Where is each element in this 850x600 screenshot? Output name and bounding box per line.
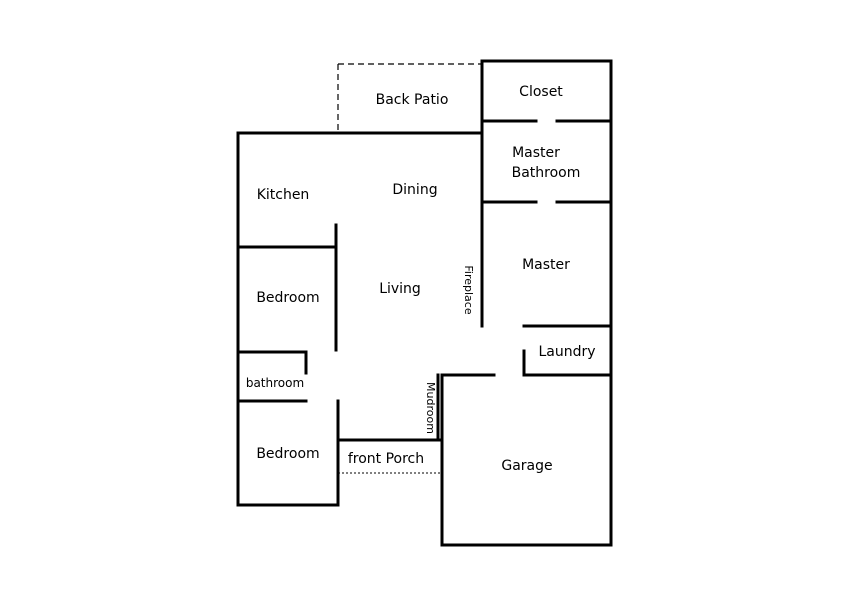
label-kitchen: Kitchen	[257, 187, 310, 203]
walls	[236, 59, 613, 547]
label-bedroom-upper: Bedroom	[256, 290, 319, 306]
label-garage: Garage	[501, 458, 552, 474]
back-patio-outline	[337, 63, 482, 133]
label-laundry: Laundry	[538, 344, 595, 360]
label-front-porch: front Porch	[348, 451, 424, 467]
label-bedroom-lower: Bedroom	[256, 446, 319, 462]
label-back-patio: Back Patio	[376, 92, 449, 108]
room-labels: Back Patio Closet Master Bathroom Kitche…	[246, 84, 596, 474]
label-master-bathroom-line1: Master	[512, 145, 560, 161]
label-mudroom: Mudroom	[424, 382, 437, 434]
label-closet: Closet	[519, 84, 563, 100]
label-master: Master	[522, 257, 570, 273]
label-living: Living	[379, 281, 421, 297]
label-dining: Dining	[392, 182, 437, 198]
label-master-bathroom-line2: Bathroom	[512, 165, 581, 181]
label-bathroom: bathroom	[246, 376, 304, 390]
label-fireplace: Fireplace	[462, 265, 475, 314]
